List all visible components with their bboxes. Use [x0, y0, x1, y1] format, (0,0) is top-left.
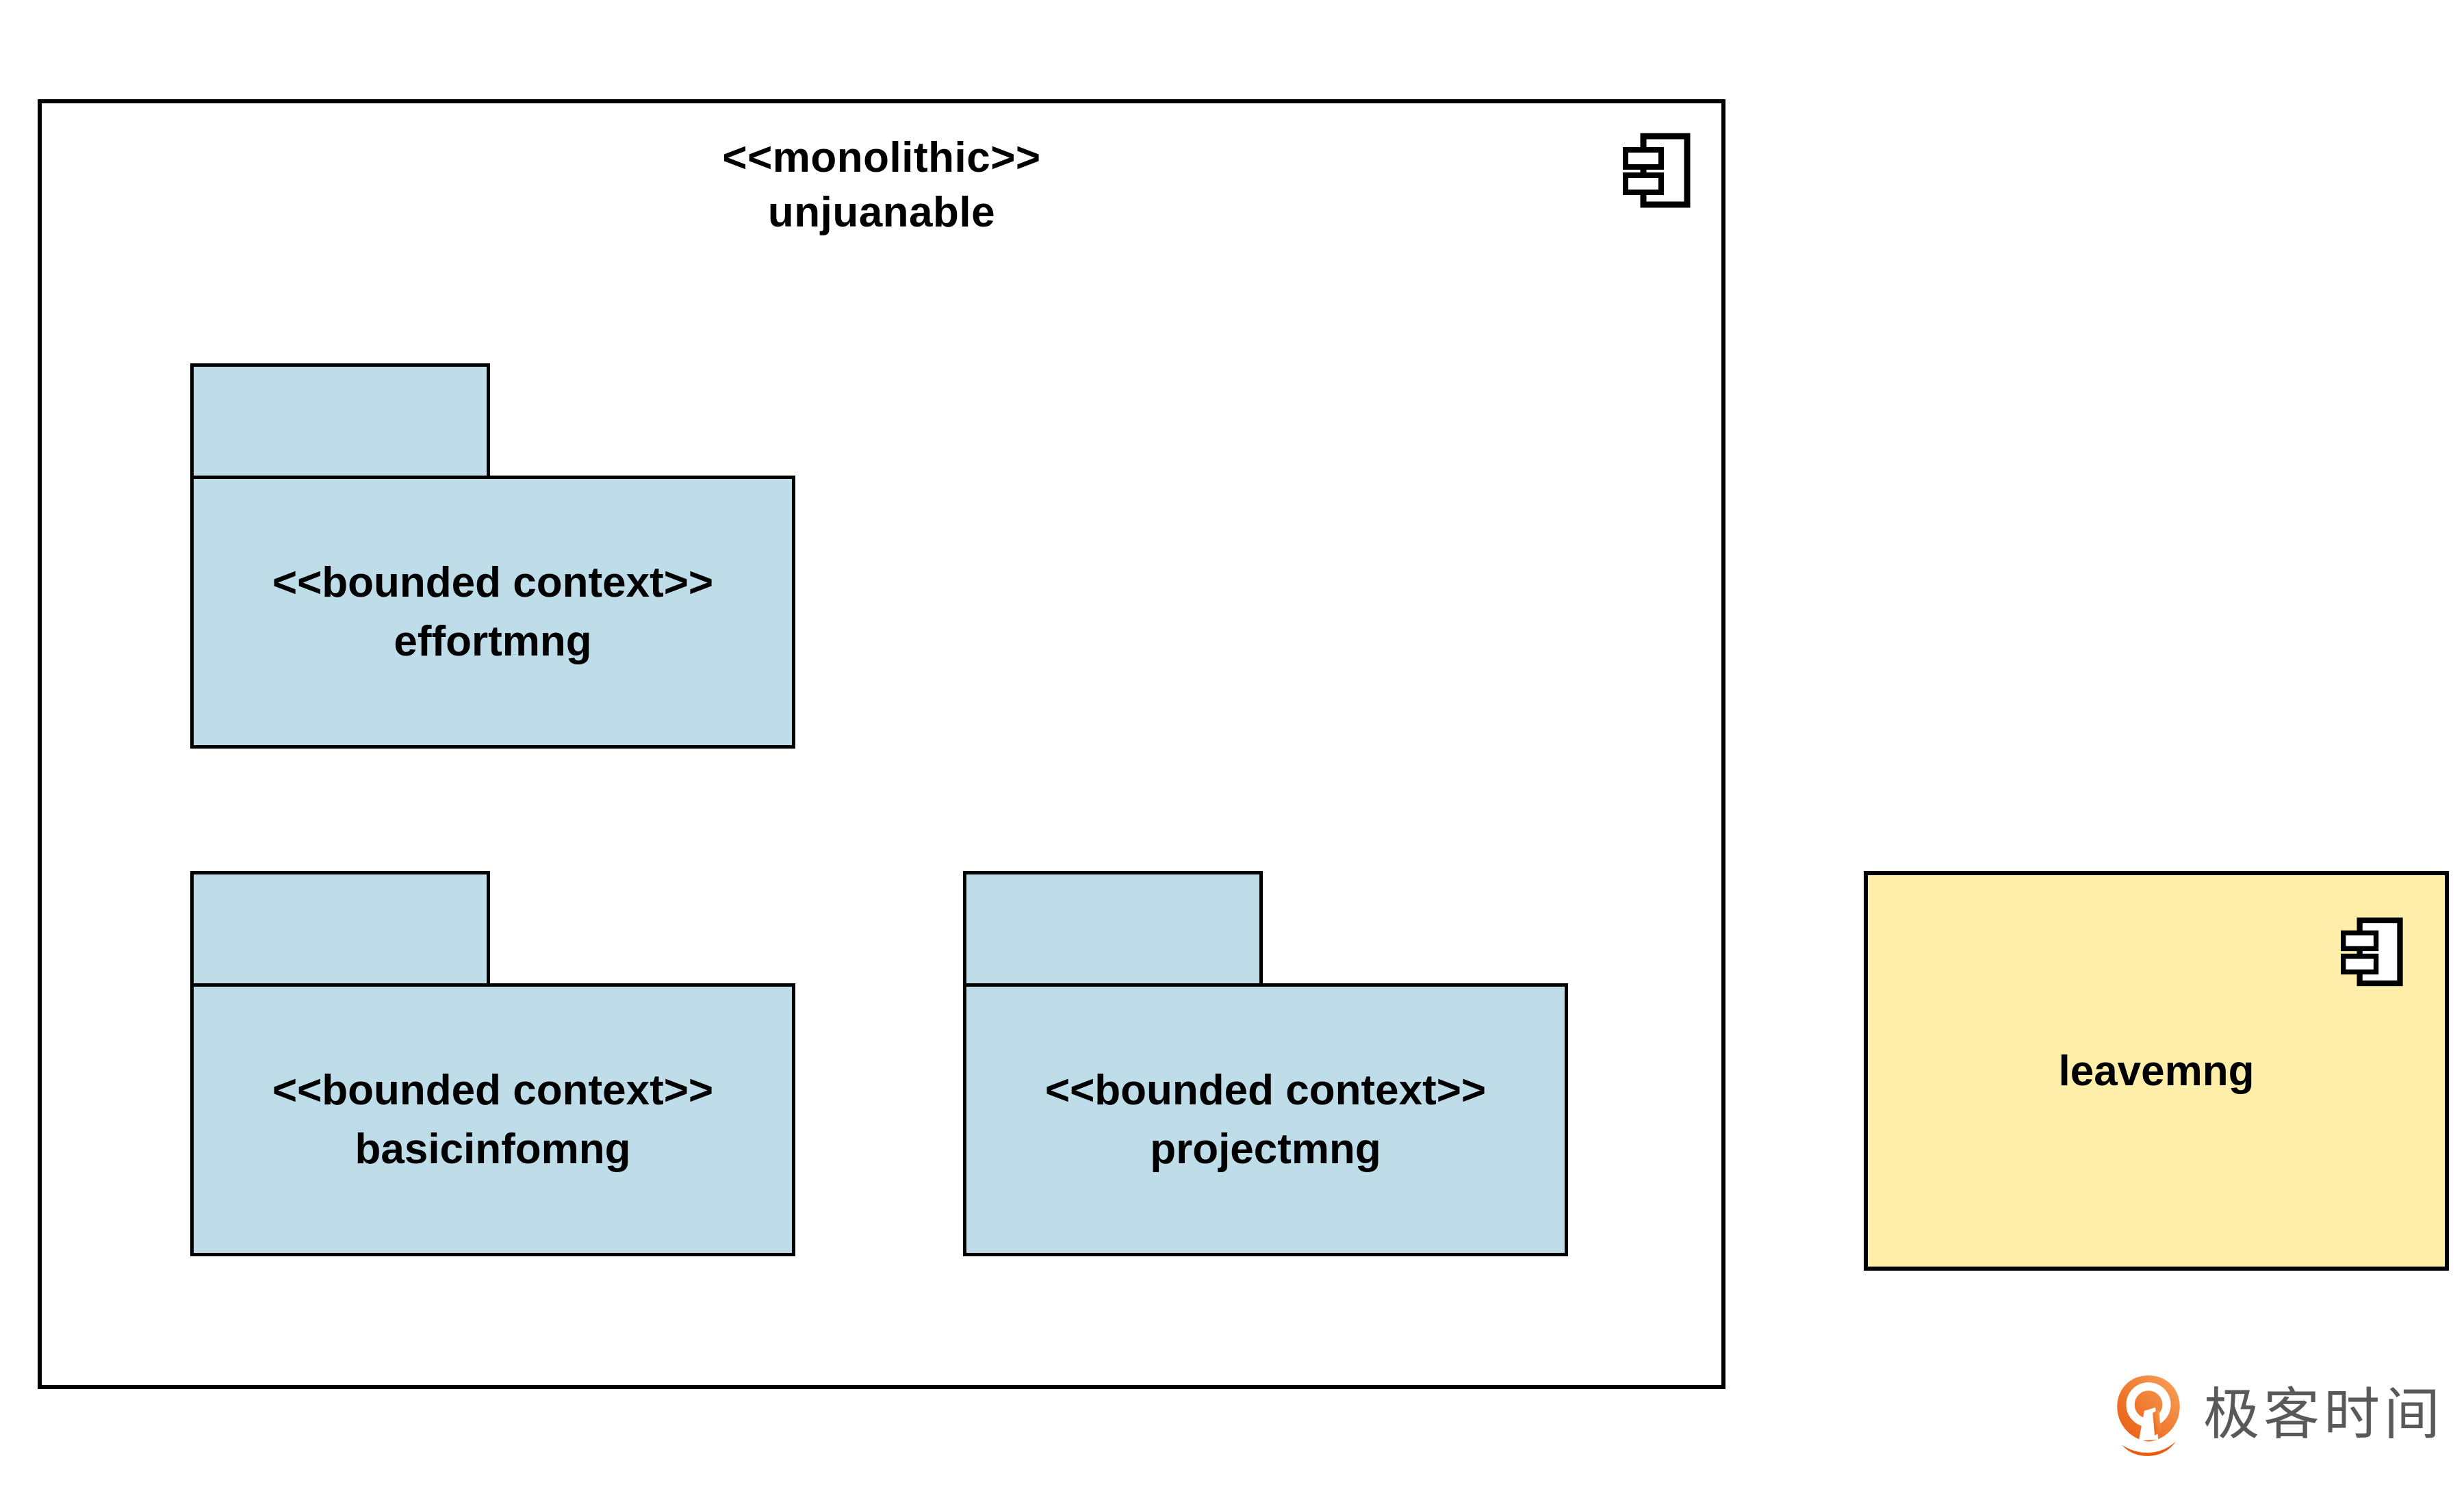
- monolith-title: <<monolithic>> unjuanable: [42, 131, 1721, 240]
- package-effortmng-tab: [190, 363, 490, 479]
- package-projectmng: <<bounded context>> projectmng: [963, 983, 1568, 1256]
- uml-component-icon: [2341, 917, 2403, 987]
- monolith-name: unjuanable: [767, 189, 996, 236]
- package-basicinfomng: <<bounded context>> basicinfomng: [190, 983, 795, 1256]
- watermark-brand-text: 极客时间: [2203, 1384, 2445, 1446]
- package-effortmng: <<bounded context>> effortmng: [190, 476, 795, 749]
- package-basicinfomng-tab: [190, 871, 490, 987]
- geek-time-logo-icon: [2117, 1375, 2180, 1456]
- watermark: 极客时间: [2112, 1372, 2444, 1458]
- monolith-stereotype: <<monolithic>>: [722, 134, 1041, 181]
- package-stereotype: <<bounded context>>: [272, 558, 714, 606]
- package-projectmng-tab: [963, 871, 1263, 987]
- leavemng-name: leavemng: [2058, 1047, 2255, 1095]
- package-stereotype: <<bounded context>>: [272, 1066, 714, 1114]
- package-name: basicinfomng: [355, 1125, 631, 1173]
- package-name: projectmng: [1150, 1125, 1381, 1173]
- leavemng-component-box: leavemng: [1864, 871, 2449, 1271]
- package-name: effortmng: [394, 617, 592, 665]
- uml-component-icon: [1623, 133, 1691, 208]
- package-stereotype: <<bounded context>>: [1044, 1066, 1487, 1114]
